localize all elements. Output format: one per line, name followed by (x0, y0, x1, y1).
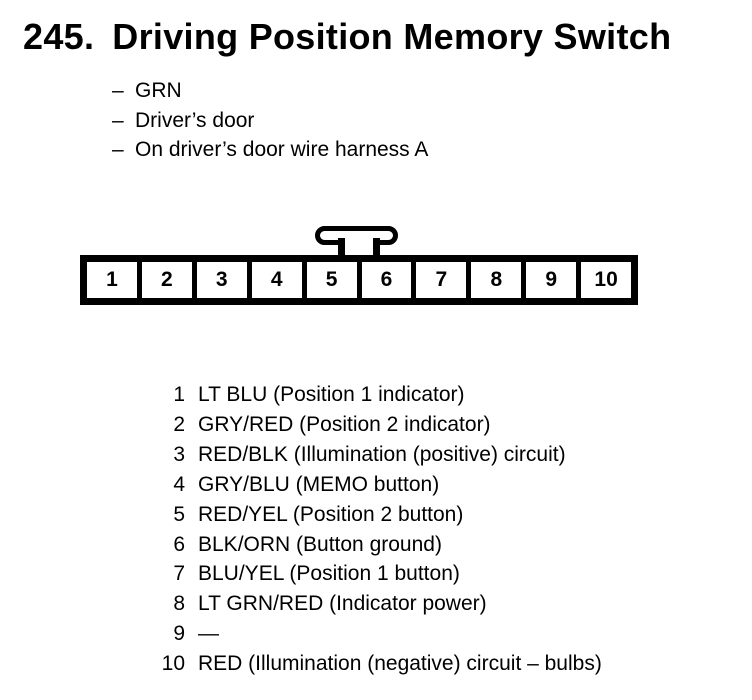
connector-pin-cell: 8 (471, 262, 522, 298)
connector-pin-cell: 1 (87, 262, 137, 298)
pin-description: BLK/ORN (Button ground) (198, 532, 442, 556)
pinout-row: 8 LT GRN/RED (Indicator power) (150, 589, 602, 619)
connector-pin-cell: 5 (306, 262, 357, 298)
section-number: 245. (23, 16, 95, 57)
pin-cell-label: 1 (106, 268, 118, 291)
connector-body: 1 2 3 4 5 6 7 8 9 10 (80, 255, 638, 305)
pinout-list: 1 LT BLU (Position 1 indicator) 2 GRY/RE… (150, 380, 602, 679)
pin-description: RED/BLK (Illumination (positive) circuit… (198, 442, 566, 466)
note-dash: – (112, 138, 124, 161)
page-title: 245. Driving Position Memory Switch (23, 16, 671, 58)
pin-number: 9 (173, 622, 185, 646)
pin-description: — (198, 622, 219, 646)
pin-number: 1 (173, 383, 185, 406)
note-item: – Driver’s door (112, 106, 428, 136)
pinout-row: 7 BLU/YEL (Position 1 button) (150, 559, 602, 589)
pinout-row: 1 LT BLU (Position 1 indicator) (150, 380, 602, 410)
note-dash: – (112, 108, 124, 132)
pinout-row: 10 RED (Illumination (negative) circuit … (150, 649, 602, 679)
pinout-row: 6 BLK/ORN (Button ground) (150, 530, 602, 560)
pin-cell-label: 5 (325, 268, 338, 291)
pin-cell-label: 2 (161, 268, 173, 291)
connector-pin-cell: 10 (581, 262, 632, 298)
connector-notes: – GRN – Driver’s door – On driver’s door… (112, 76, 428, 165)
note-dash: – (112, 79, 124, 102)
pin-cell-label: 9 (545, 268, 558, 291)
pin-number: 7 (173, 562, 185, 586)
pin-cell-label: 6 (380, 268, 393, 291)
pin-description: LT GRN/RED (Indicator power) (198, 592, 487, 616)
pinout-row: 5 RED/YEL (Position 2 button) (150, 500, 602, 530)
pin-cell-label: 4 (270, 268, 283, 291)
section-title: Driving Position Memory Switch (112, 16, 672, 57)
pin-cell-label: 10 (594, 268, 618, 291)
pinout-row: 9 — (150, 619, 602, 649)
pin-number: 4 (173, 472, 185, 496)
pin-description: RED/YEL (Position 2 button) (198, 502, 464, 526)
pin-description: LT BLU (Position 1 indicator) (198, 383, 465, 406)
note-item: – GRN (112, 76, 428, 106)
connector-pin-cell: 6 (361, 262, 412, 298)
pin-description: BLU/YEL (Position 1 button) (198, 562, 460, 586)
note-text: On driver’s door wire harness A (135, 138, 429, 161)
pinout-row: 3 RED/BLK (Illumination (positive) circu… (150, 440, 602, 470)
pinout-row: 2 GRY/RED (Position 2 indicator) (150, 410, 602, 440)
pinout-row: 4 GRY/BLU (MEMO button) (150, 470, 602, 500)
note-text: Driver’s door (135, 108, 255, 132)
connector-pin-cell: 4 (251, 262, 302, 298)
pin-cell-label: 3 (215, 268, 228, 291)
pin-number: 5 (173, 502, 185, 526)
pin-description: GRY/BLU (MEMO button) (198, 472, 440, 496)
pin-number: 8 (173, 592, 185, 616)
pin-description: GRY/RED (Position 2 indicator) (198, 412, 491, 436)
pin-number: 2 (173, 412, 185, 436)
pin-description: RED (Illumination (negative) circuit – b… (198, 652, 602, 676)
connector-pin-cell: 7 (416, 262, 467, 298)
note-text: GRN (135, 79, 182, 102)
pin-cell-label: 7 (435, 268, 448, 291)
connector-pin-cell: 2 (141, 262, 192, 298)
connector-latch-stem (338, 238, 380, 257)
pin-number: 6 (173, 532, 185, 556)
note-item: – On driver’s door wire harness A (112, 135, 428, 165)
pin-cell-label: 8 (490, 268, 503, 291)
pin-number: 3 (173, 442, 185, 466)
connector-pin-cell: 3 (196, 262, 247, 298)
pin-number: 10 (161, 652, 185, 676)
connector-pin-cell: 9 (526, 262, 577, 298)
